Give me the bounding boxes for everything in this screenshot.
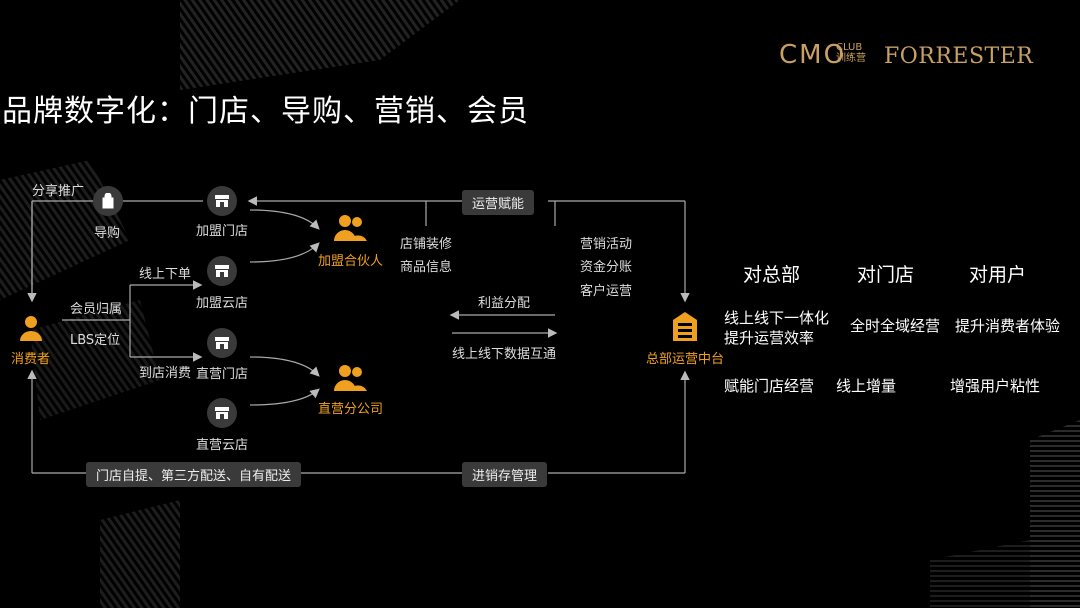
hq-item-2: 赋能门店经营 bbox=[724, 377, 815, 395]
customer-ops-label: 客户运营 bbox=[580, 284, 633, 299]
profit-share-label: 利益分配 bbox=[478, 296, 531, 311]
member-belong-label: 会员归属 bbox=[70, 302, 123, 317]
consumer-label: 消费者 bbox=[11, 352, 51, 367]
direct-cloud-label: 直营云店 bbox=[196, 438, 249, 453]
user-item-1: 提升消费者体验 bbox=[955, 317, 1061, 335]
fund-split-label: 资金分账 bbox=[580, 260, 633, 275]
product-info-label: 商品信息 bbox=[400, 260, 453, 275]
building-icon bbox=[673, 312, 697, 341]
delivery-tag: 门店自提、第三方配送、自有配送 bbox=[86, 462, 302, 487]
store-icon bbox=[215, 337, 229, 349]
cmo-club-text: CLUB bbox=[836, 42, 863, 53]
online-order-label: 线上下单 bbox=[139, 267, 192, 282]
branch-group-icon bbox=[334, 365, 367, 391]
direct-cloud-node bbox=[207, 398, 237, 428]
data-sync-label: 线上线下数据互通 bbox=[452, 347, 557, 362]
store-icon bbox=[215, 265, 229, 277]
cmo-cn-text: 训练营 bbox=[836, 53, 866, 64]
franchise-cloud-label: 加盟云店 bbox=[196, 296, 249, 311]
guide-label: 导购 bbox=[94, 226, 121, 241]
franchise-partner-label: 加盟合伙人 bbox=[318, 254, 384, 269]
guide-node bbox=[93, 186, 123, 216]
hq-label: 总部运营中台 bbox=[646, 352, 725, 367]
direct-branch-label: 直营分公司 bbox=[318, 402, 384, 417]
column-header-user: 对用户 bbox=[969, 264, 1027, 286]
forrester-logo: FORRESTER bbox=[884, 44, 1034, 69]
column-header-hq: 对总部 bbox=[743, 264, 801, 286]
store-item-1: 全时全域经营 bbox=[850, 317, 941, 335]
hq-item-1: 线上线下一体化 提升运营效率 bbox=[724, 309, 830, 347]
partner-group-icon bbox=[334, 215, 367, 241]
marketing-label: 营销活动 bbox=[580, 237, 633, 252]
franchise-cloud-node bbox=[207, 256, 237, 286]
store-icon bbox=[215, 407, 229, 419]
inventory-tag: 进销存管理 bbox=[462, 462, 548, 487]
direct-store-node bbox=[207, 328, 237, 358]
cmo-logo-sub: CLUB 训练营 bbox=[836, 42, 866, 64]
ops-enable-tag: 运营赋能 bbox=[462, 190, 535, 215]
column-header-store: 对门店 bbox=[857, 264, 915, 286]
direct-store-label: 直营门店 bbox=[196, 367, 249, 382]
store-deco-label: 店铺装修 bbox=[400, 237, 453, 252]
cmo-logo: CMO bbox=[779, 40, 847, 70]
page-title: 品牌数字化：门店、导购、营销、会员 bbox=[2, 94, 529, 129]
store-item-2: 线上增量 bbox=[836, 377, 897, 395]
franchise-store-label: 加盟门店 bbox=[196, 224, 249, 239]
in-store-label: 到店消费 bbox=[139, 366, 192, 381]
consumer-icon bbox=[20, 316, 42, 341]
share-label: 分享推广 bbox=[32, 184, 85, 199]
user-item-2: 增强用户粘性 bbox=[950, 377, 1041, 395]
franchise-store-node bbox=[207, 186, 237, 216]
store-icon bbox=[215, 195, 229, 207]
lbs-label: LBS定位 bbox=[70, 333, 121, 348]
shopping-bag-icon bbox=[102, 193, 114, 209]
